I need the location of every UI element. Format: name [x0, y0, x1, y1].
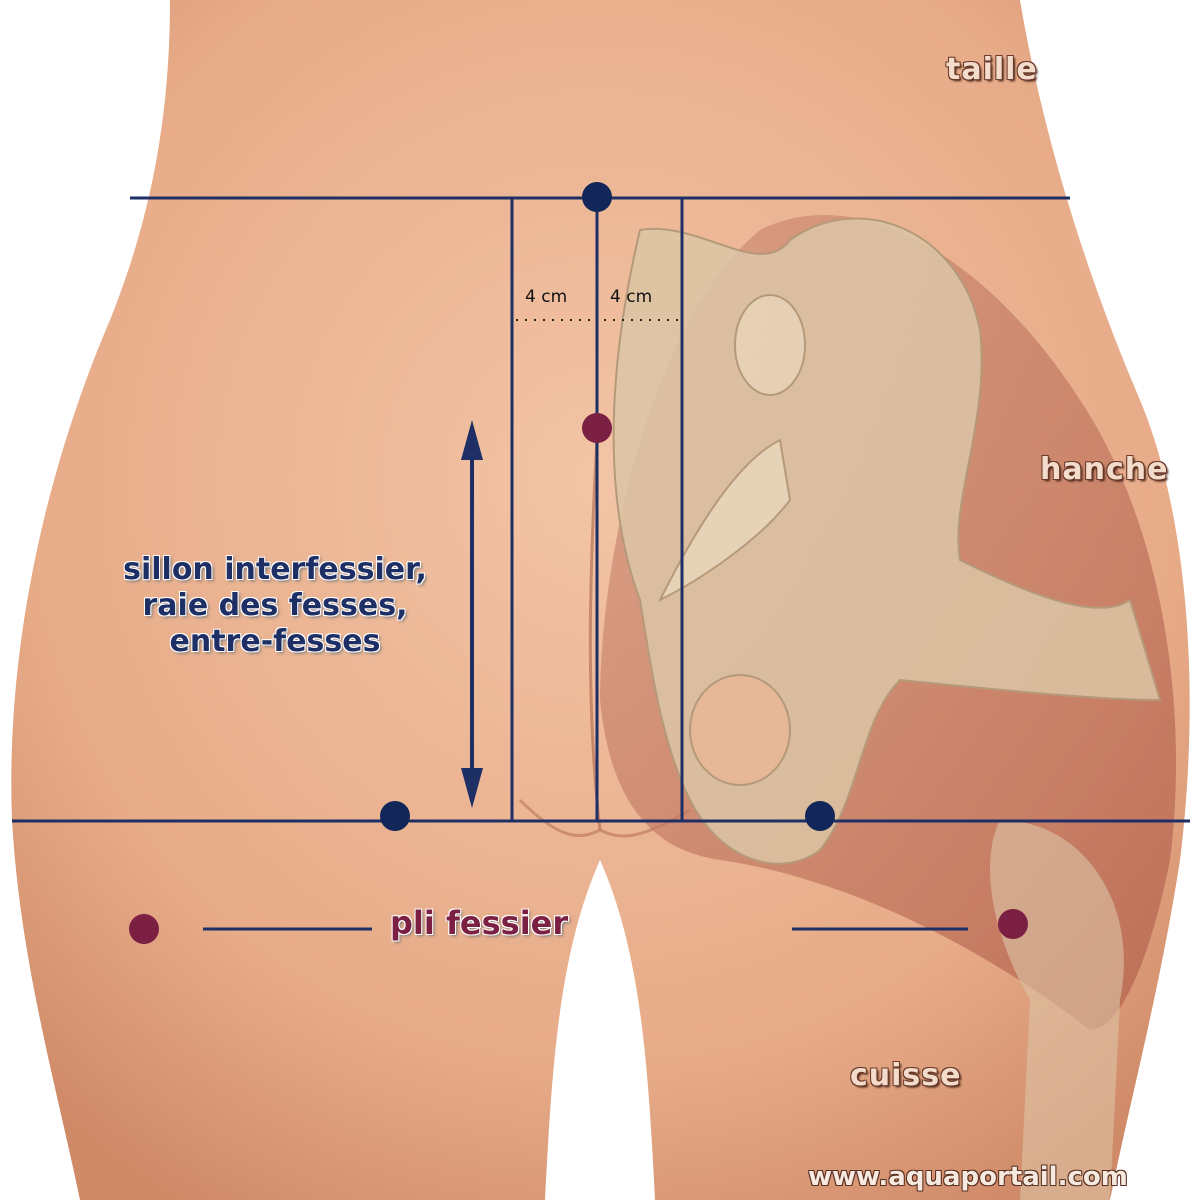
label-gluteal-cleft: sillon interfessier, raie des fesses, en… [80, 552, 470, 660]
label-waist: taille [946, 52, 1038, 87]
label-distance-left: 4 cm [525, 287, 568, 307]
watermark: www.aquaportail.com [808, 1162, 1128, 1192]
label-gluteal-fold: pli fessier [390, 904, 569, 942]
left-reference-dot [380, 801, 410, 831]
arrow-down-icon [461, 768, 483, 808]
label-thigh: cuisse [850, 1058, 962, 1093]
label-distance-right: 4 cm [610, 287, 653, 307]
cleft-top-dot [582, 413, 612, 443]
cleft-name-3: entre-fesses [169, 624, 381, 659]
waist-dot [582, 182, 612, 212]
cleft-name-1: sillon interfessier, [123, 552, 427, 587]
fold-dot-right [998, 909, 1028, 939]
arrow-up-icon [461, 420, 483, 460]
label-hip: hanche [1040, 452, 1169, 487]
fold-dot-left [129, 914, 159, 944]
pelvis-bone [612, 217, 1162, 865]
right-reference-dot [805, 801, 835, 831]
cleft-name-2: raie des fesses, [142, 588, 408, 623]
